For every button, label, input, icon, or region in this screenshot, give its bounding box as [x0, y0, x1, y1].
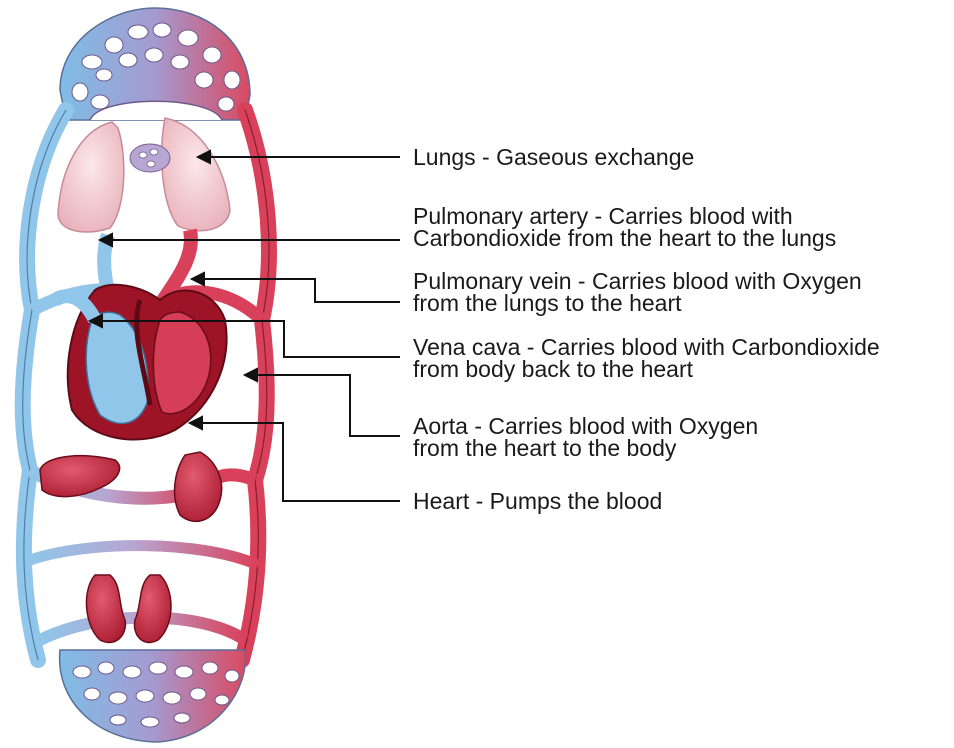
- label-heart: Heart - Pumps the blood: [413, 490, 662, 512]
- label-aorta: Aorta - Carries blood with Oxygen from t…: [413, 415, 758, 459]
- label-pulmonary-artery-line2: Carbondioxide from the heart to the lung…: [413, 227, 836, 249]
- lower-capillary-bed: [60, 650, 246, 742]
- leader-line-pulmonary-artery: [100, 234, 400, 246]
- label-heart-text: Heart - Pumps the blood: [413, 490, 662, 512]
- label-vena-cava-line2: from body back to the heart: [413, 358, 880, 380]
- leader-line-lungs: [198, 151, 400, 163]
- label-vena-cava-line1: Vena cava - Carries blood with Carbondio…: [413, 336, 880, 358]
- upper-capillary-bed: [60, 8, 250, 120]
- label-pulmonary-artery: Pulmonary artery - Carries blood with Ca…: [413, 205, 836, 249]
- vena-cava-vessel: [55, 296, 95, 320]
- label-lungs-text: Lungs - Gaseous exchange: [413, 146, 694, 168]
- label-pulmonary-vein: Pulmonary vein - Carries blood with Oxyg…: [413, 270, 862, 314]
- label-aorta-line1: Aorta - Carries blood with Oxygen: [413, 415, 758, 437]
- intestine: [175, 452, 222, 521]
- label-lungs: Lungs - Gaseous exchange: [413, 146, 694, 168]
- label-aorta-line2: from the heart to the body: [413, 437, 758, 459]
- label-vena-cava: Vena cava - Carries blood with Carbondio…: [413, 336, 880, 380]
- label-pulmonary-vein-line1: Pulmonary vein - Carries blood with Oxyg…: [413, 270, 862, 292]
- label-pulmonary-vein-line2: from the lungs to the heart: [413, 292, 862, 314]
- kidneys: [86, 575, 171, 642]
- left-vein-vessel: [23, 110, 66, 660]
- label-pulmonary-artery-line1: Pulmonary artery - Carries blood with: [413, 205, 836, 227]
- lungs: [58, 118, 230, 232]
